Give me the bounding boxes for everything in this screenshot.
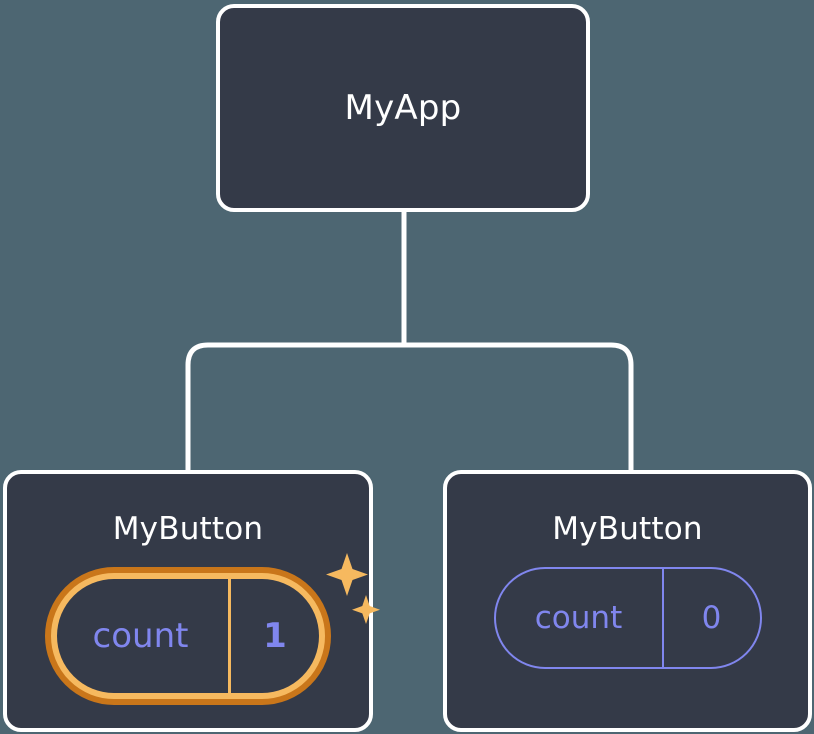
node-myapp-title: MyApp: [344, 88, 462, 128]
node-mybutton-right[interactable]: MyButton count 0: [443, 470, 812, 732]
sparkle-small-icon: [352, 595, 380, 624]
state-pill-left-wrap: count 1: [45, 553, 380, 705]
state-pill-left[interactable]: count 1: [45, 567, 331, 705]
state-pill-right[interactable]: count 0: [493, 567, 762, 669]
node-mybutton-left-title: MyButton: [112, 511, 264, 547]
node-mybutton-right-title: MyButton: [552, 511, 703, 547]
state-pill-left-key: count: [57, 579, 231, 693]
state-pill-right-value: 0: [701, 600, 722, 636]
state-pill-right-wrap: count 0: [493, 567, 762, 669]
state-pill-left-value: 1: [263, 616, 287, 656]
state-pill-right-key: count: [496, 569, 664, 667]
connector-branch-bar: [185, 342, 634, 470]
sparkle-large-icon: [326, 553, 368, 596]
node-myapp[interactable]: MyApp: [216, 4, 590, 212]
node-mybutton-left[interactable]: MyButton count 1: [3, 470, 380, 732]
